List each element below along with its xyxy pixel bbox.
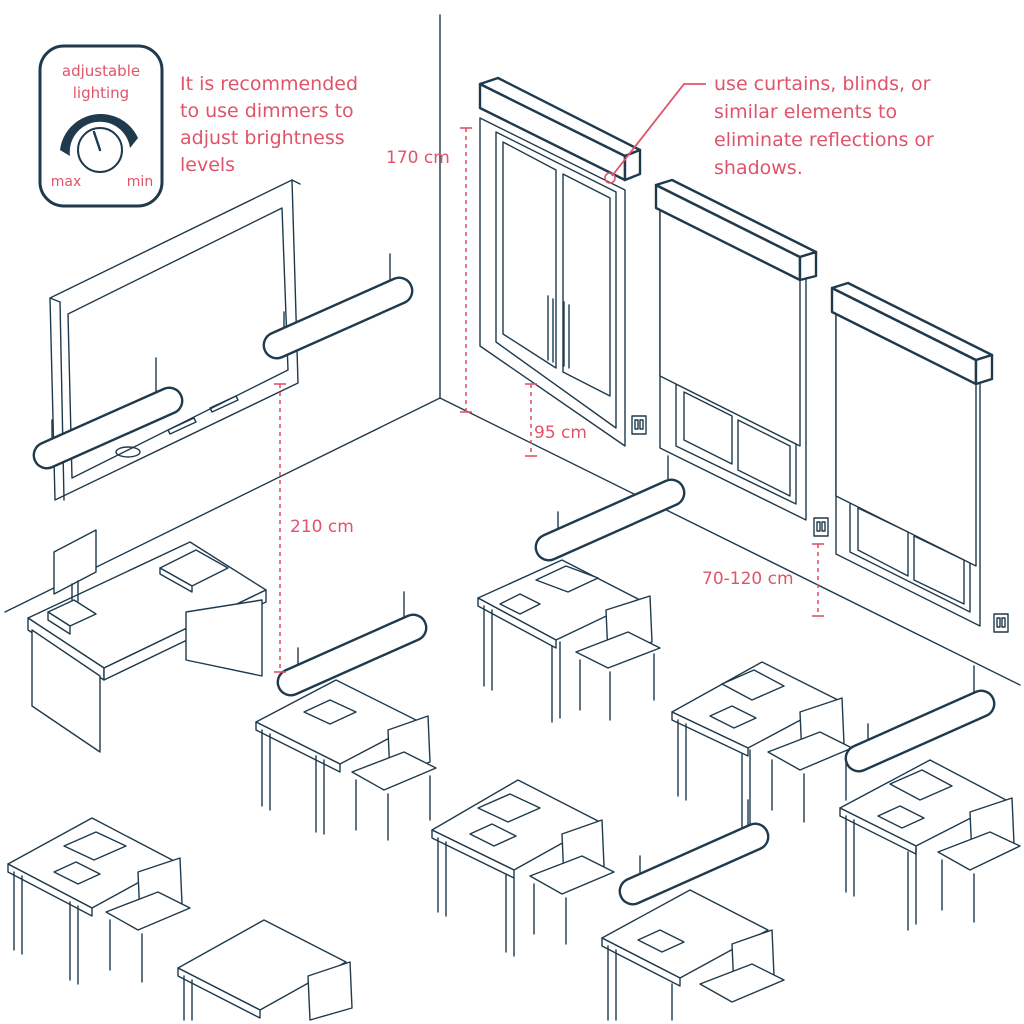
panel-title-line-2: lighting bbox=[73, 84, 129, 102]
dial-max-label: max bbox=[51, 174, 82, 190]
dial-min-label: min bbox=[127, 174, 153, 190]
window-1 bbox=[478, 76, 642, 447]
dimmer-knob-icon bbox=[60, 114, 138, 173]
switch-height-label: 70-120 cm bbox=[702, 569, 794, 589]
dimmer-note-line-4: levels bbox=[180, 154, 235, 176]
window-height-label: 170 cm bbox=[386, 148, 450, 168]
sill-height-label: 95 cm bbox=[534, 423, 587, 443]
curtain-note-line-2: similar elements to bbox=[714, 101, 897, 123]
dimension-lines bbox=[274, 83, 824, 673]
curtain-note-line-3: eliminate reflections or bbox=[714, 129, 934, 151]
curtain-note: use curtains, blinds, or similar element… bbox=[714, 73, 934, 179]
student-desks bbox=[7, 559, 1021, 1021]
window-3 bbox=[830, 281, 994, 627]
lamp-height-label: 210 cm bbox=[290, 517, 354, 537]
pendant-lamps bbox=[32, 253, 996, 906]
light-switch-icon bbox=[631, 415, 1009, 633]
curtain-note-line-1: use curtains, blinds, or bbox=[714, 73, 931, 95]
window-2 bbox=[654, 178, 818, 521]
teacher-desk bbox=[27, 529, 267, 753]
dimmer-note-line-3: adjust brightness bbox=[180, 127, 345, 149]
panel-title-line-1: adjustable bbox=[62, 62, 140, 80]
dimmer-note-line-2: to use dimmers to bbox=[180, 100, 354, 122]
curtain-note-line-4: shadows. bbox=[714, 157, 803, 179]
adjustable-lighting-panel: adjustable lighting max min bbox=[38, 44, 164, 208]
dimmer-note: It is recommended to use dimmers to adju… bbox=[180, 73, 358, 176]
dimmer-note-line-1: It is recommended bbox=[180, 73, 358, 95]
